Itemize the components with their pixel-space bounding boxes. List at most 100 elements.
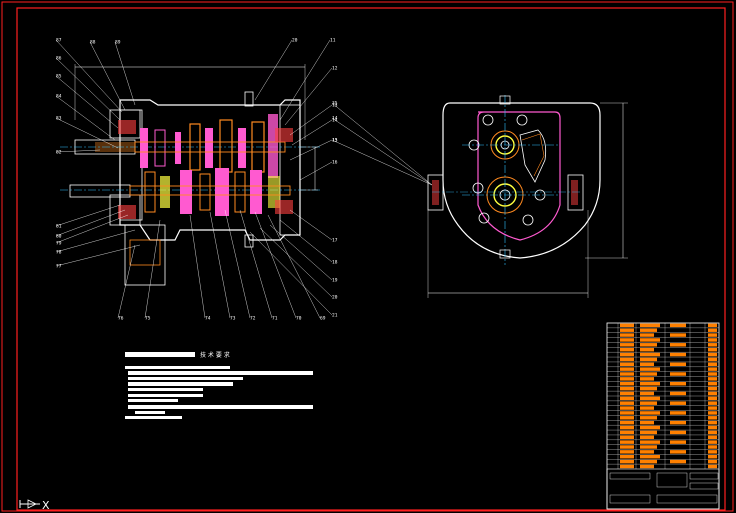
- parts-list-cell: [640, 328, 657, 332]
- callout-left-80: 80: [56, 234, 62, 240]
- callout-left-85: 85: [56, 74, 62, 80]
- leader-line: [331, 117, 433, 186]
- parts-list-cell: [620, 459, 634, 464]
- leader-line: [267, 214, 321, 319]
- callout-left-87: 87: [56, 38, 62, 44]
- parts-list-cell: [708, 455, 717, 459]
- parts-list-cell: [620, 372, 634, 376]
- leader-line: [299, 161, 333, 181]
- parts-list-cell: [620, 396, 634, 401]
- parts-list-cell: [670, 430, 686, 435]
- callout-bottom-75: 75: [145, 316, 151, 322]
- title-block-cell: [609, 472, 651, 480]
- callout-right-21: 21: [332, 313, 338, 319]
- leader-line: [224, 209, 251, 319]
- parts-list-cell: [640, 377, 654, 381]
- title-block-footer: [606, 468, 720, 510]
- callout-top-11: 11: [330, 38, 336, 44]
- callout-right-12: 12: [332, 66, 338, 72]
- parts-list-cell: [708, 338, 717, 342]
- callout-bottom-70: 70: [296, 316, 302, 322]
- parts-list-cell: [708, 396, 717, 401]
- parts-list-cell: [640, 440, 660, 444]
- callout-left-78: 78: [56, 250, 62, 256]
- parts-list-cell: [620, 357, 634, 362]
- parts-list-cell: [620, 406, 634, 410]
- parts-list-cell: [670, 391, 686, 396]
- parts-list-cell: [708, 362, 717, 366]
- callout-left-84: 84: [56, 94, 62, 100]
- parts-list-cell: [620, 435, 634, 439]
- parts-list-cell: [708, 372, 717, 376]
- parts-list-cell: [640, 406, 654, 410]
- parts-list-cell: [670, 352, 686, 357]
- parts-list-cell: [620, 416, 634, 420]
- callout-top-20: 20: [292, 38, 298, 44]
- callout-top-88: 88: [90, 40, 96, 46]
- parts-list-cell: [670, 401, 686, 405]
- leader-line: [114, 41, 136, 106]
- lower-gear-set: [144, 168, 280, 216]
- parts-list-cell: [708, 352, 717, 357]
- leader-line: [55, 149, 101, 153]
- leader-line: [289, 139, 333, 161]
- leader-line: [209, 211, 231, 319]
- parts-list-cell: [620, 411, 634, 415]
- callout-left-82: 82: [56, 150, 62, 156]
- callout-right-15: 15: [332, 138, 338, 144]
- parts-list-cell: [670, 459, 686, 464]
- leader-line: [331, 102, 433, 186]
- title-block-cell: [689, 472, 719, 480]
- parts-list-cell: [708, 450, 717, 454]
- parts-list-cell: [708, 323, 717, 328]
- parts-list-cell: [640, 420, 654, 425]
- callout-right-16: 16: [332, 160, 338, 166]
- parts-list-cell: [640, 343, 657, 347]
- parts-list-cell: [620, 333, 634, 337]
- technical-requirements: 技 术 要 求: [125, 351, 313, 419]
- leader-line: [55, 204, 121, 227]
- parts-list-cell: [708, 377, 717, 381]
- leader-line: [144, 219, 161, 319]
- parts-list-cell: [640, 459, 657, 464]
- title-block-parts-list: [606, 322, 720, 510]
- callout-end-14: 14: [332, 116, 338, 122]
- parts-list-cell: [670, 411, 686, 415]
- leader-line: [259, 227, 333, 298]
- leader-line: [89, 41, 126, 111]
- parts-list-cell: [620, 401, 634, 405]
- parts-list-cell: [640, 362, 654, 366]
- parts-list-cell: [620, 328, 634, 332]
- parts-list-cell: [708, 367, 717, 371]
- parts-list-cell: [708, 328, 717, 332]
- parts-list-cell: [708, 411, 717, 415]
- parts-list-cell: [640, 396, 660, 401]
- callout-right-14: 14: [332, 118, 338, 124]
- parts-list-cell: [708, 440, 717, 444]
- leader-line: [55, 75, 119, 129]
- parts-list-cell: [620, 352, 634, 357]
- parts-list-cell: [640, 401, 657, 405]
- parts-list-cell: [670, 440, 686, 444]
- parts-list-cell: [708, 357, 717, 362]
- parts-list-cell: [640, 391, 654, 396]
- gearbox-cross-section: [60, 64, 320, 286]
- leader-line: [331, 139, 433, 186]
- parts-list-cell: [640, 372, 657, 376]
- parts-list-cell: [670, 382, 686, 386]
- parts-list-cell: [640, 411, 660, 415]
- title-block-cell: [656, 472, 688, 488]
- leader-line: [55, 39, 123, 113]
- leader-line: [269, 224, 333, 281]
- parts-list-cell: [708, 382, 717, 386]
- parts-list-cell: [640, 416, 657, 420]
- parts-list-cell: [620, 347, 634, 352]
- parts-list-cell: [708, 401, 717, 405]
- callout-left-83: 83: [56, 116, 62, 122]
- leader-line: [189, 214, 206, 319]
- upper-gear-set: [140, 114, 278, 178]
- parts-list-cell: [670, 323, 686, 328]
- callout-bottom-76: 76: [118, 316, 124, 322]
